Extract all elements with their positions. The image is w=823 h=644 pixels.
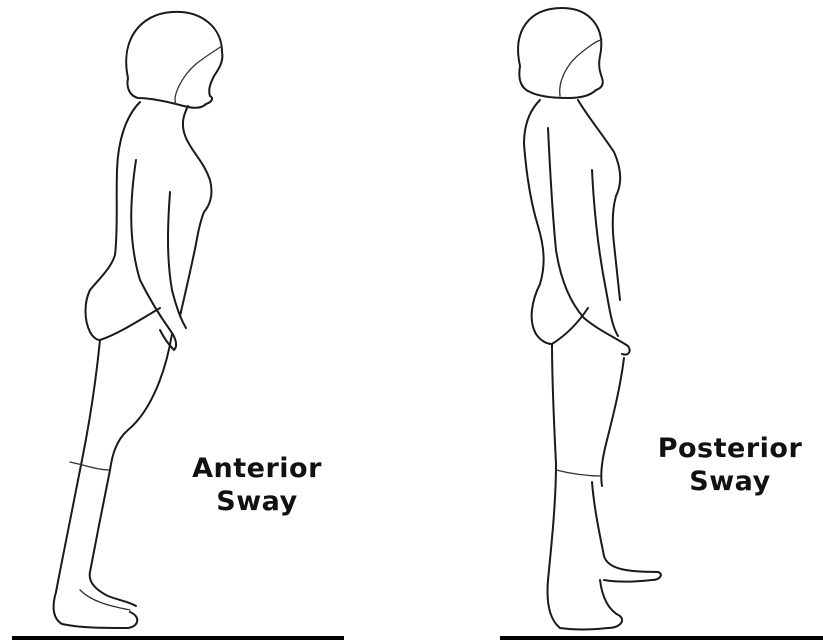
posterior-label-line2: Sway: [650, 465, 810, 498]
posterior-label-line1: Posterior: [650, 432, 810, 465]
anterior-label-line2: Sway: [182, 485, 332, 518]
anterior-sway-figure: [54, 12, 223, 628]
anterior-label-line1: Anterior: [182, 452, 332, 485]
posterior-sway-label: Posterior Sway: [650, 432, 810, 498]
posterior-sway-figure: [518, 8, 661, 630]
anterior-sway-label: Anterior Sway: [182, 452, 332, 518]
